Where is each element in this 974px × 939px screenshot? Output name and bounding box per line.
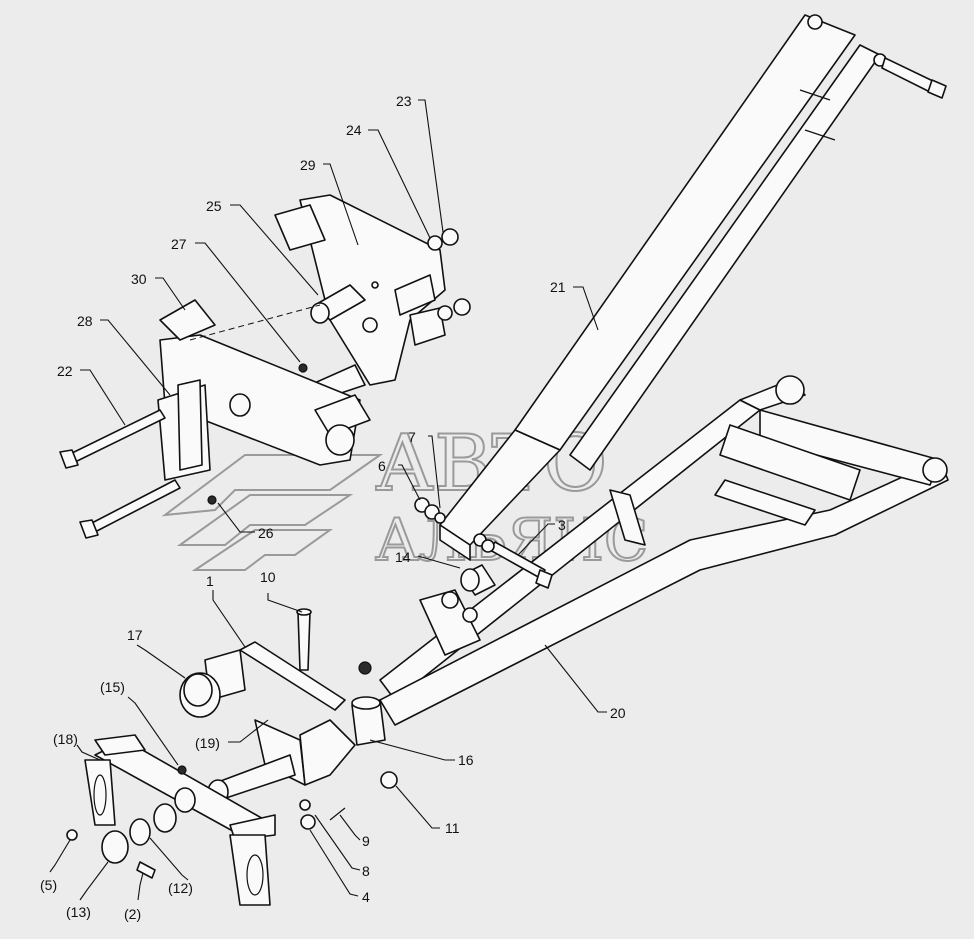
part-18-lower-bracket xyxy=(84,734,276,906)
callout-16: 16 xyxy=(458,752,474,768)
part-20-main-frame xyxy=(379,375,949,726)
callout-28: 28 xyxy=(77,313,93,329)
callout-24: 24 xyxy=(346,122,362,138)
callout-30: 30 xyxy=(131,271,147,287)
callout-21: 21 xyxy=(550,279,566,295)
part-17-cylinder xyxy=(179,672,221,718)
callout-11: 11 xyxy=(445,820,460,836)
part-22-bolts xyxy=(59,409,181,539)
part-16-hinge xyxy=(351,661,398,789)
callout-26: 26 xyxy=(258,525,274,541)
callout-4: 4 xyxy=(362,889,370,905)
callout-14: 14 xyxy=(395,549,411,565)
part-21-arm xyxy=(439,14,947,561)
callout-17: 17 xyxy=(127,627,143,643)
callout-18: (18) xyxy=(53,731,78,747)
part-26-27-small xyxy=(207,363,308,505)
part-23-24-nuts xyxy=(427,228,471,321)
part-14-bushing xyxy=(460,564,496,596)
callout-19: (19) xyxy=(195,735,220,751)
callout-7: 7 xyxy=(408,429,416,445)
callout-23: 23 xyxy=(396,93,412,109)
callout-13: (13) xyxy=(66,904,91,920)
callout-1: 1 xyxy=(206,573,214,589)
callout-3: 3 xyxy=(558,517,566,533)
callout-8: 8 xyxy=(362,863,370,879)
part-28-housing xyxy=(157,299,371,481)
part-10-pin xyxy=(296,608,312,671)
part-29-bracket-plate xyxy=(274,194,446,386)
callout-6: 6 xyxy=(378,458,386,474)
callout-29: 29 xyxy=(300,157,316,173)
watermark-logo-icon xyxy=(161,454,384,571)
part-12-13-rings xyxy=(101,787,196,864)
callout-20: 20 xyxy=(610,705,626,721)
small-hardware xyxy=(66,765,346,879)
callout-15: (15) xyxy=(100,679,125,695)
callouts: 23 24 29 25 27 30 28 22 21 7 6 3 14 26 1… xyxy=(40,93,626,922)
callout-10: 10 xyxy=(260,569,276,585)
callout-2: (2) xyxy=(124,906,141,922)
callout-12: (12) xyxy=(168,880,193,896)
callout-27: 27 xyxy=(171,236,187,252)
part-1-lever xyxy=(204,641,346,711)
part-3-bolt xyxy=(489,541,553,589)
callout-5: (5) xyxy=(40,877,57,893)
callout-9: 9 xyxy=(362,833,370,849)
part-6-7-nuts xyxy=(414,497,495,553)
callout-25: 25 xyxy=(206,198,222,214)
callout-22: 22 xyxy=(57,363,73,379)
